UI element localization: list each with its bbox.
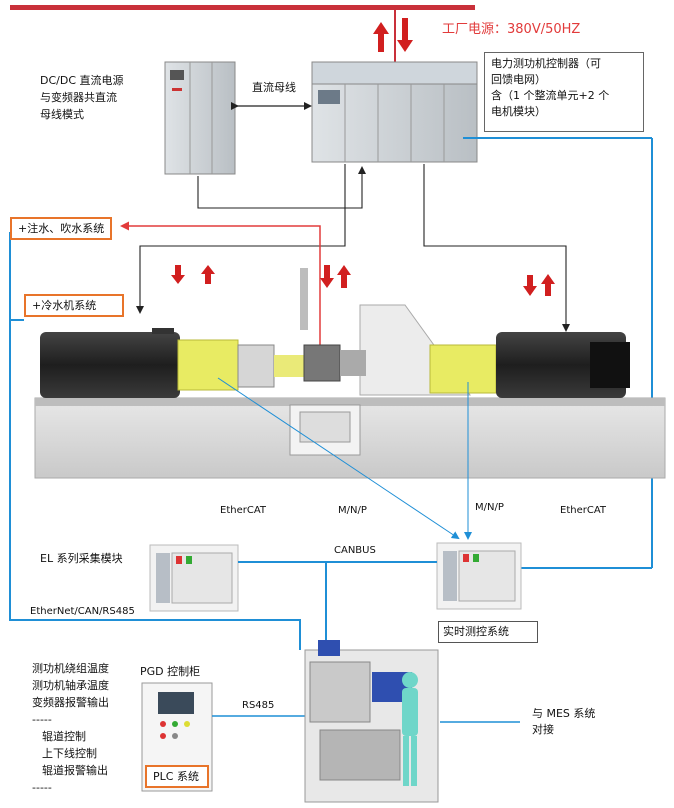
rs485-label: RS485 xyxy=(242,700,275,711)
dcdc-label-line-3: 母线模式 xyxy=(40,108,84,121)
controller-label-line-4: 电机模块） xyxy=(491,105,546,118)
controller-label-line-2: 回馈电网） xyxy=(491,73,546,86)
mes-label-line-1: 与 MES 系统 xyxy=(532,707,596,720)
test-station-image xyxy=(304,640,439,803)
signal-separator-1: ----- xyxy=(32,713,52,726)
left-signal-list: 测功机绕组温度 测功机轴承温度 变频器报警输出 ----- 辊道控制 上下线控制… xyxy=(32,660,109,796)
ethercat-right-label: EtherCAT xyxy=(560,505,606,516)
controller-to-right-motor-line xyxy=(423,164,570,332)
signal-item-6: 辊道报警输出 xyxy=(42,764,108,777)
controller-label-line-1: 电力测功机控制器（可 xyxy=(491,57,601,70)
pgd-label: PGD 控制柜 xyxy=(140,665,201,678)
dcdc-label: DC/DC 直流电源 与变频器共直流 母线模式 xyxy=(40,72,124,123)
water-system-box: +注水、吹水系统 xyxy=(10,217,113,240)
test-bed-image xyxy=(34,268,666,479)
mnp-right-label: M/N/P xyxy=(475,502,504,513)
right-motor-arrows-icon xyxy=(523,274,555,296)
ethernet-label: EtherNet/CAN/RS485 xyxy=(30,606,135,617)
controller-cabinet-image xyxy=(311,61,478,163)
signal-item-4: 辊道控制 xyxy=(42,730,86,743)
left-motor-arrows-icon xyxy=(171,265,215,284)
power-arrows-icon xyxy=(373,18,413,52)
realtime-label-box: 实时测控系统 xyxy=(438,621,538,643)
signal-item-2: 测功机轴承温度 xyxy=(32,679,109,692)
dcdc-label-line-2: 与变频器共直流 xyxy=(40,91,117,104)
el-module-label: EL 系列采集模块 xyxy=(40,552,123,565)
signal-item-5: 上下线控制 xyxy=(42,747,97,760)
signal-item-1: 测功机绕组温度 xyxy=(32,662,109,675)
dc-bus-label: 直流母线 xyxy=(252,81,296,94)
ethercat-left-label: EtherCAT xyxy=(220,505,266,516)
center-arrows-icon xyxy=(320,265,351,288)
signal-separator-2: ----- xyxy=(32,781,52,794)
signal-item-3: 变频器报警输出 xyxy=(32,696,109,709)
water-system-line xyxy=(120,221,321,345)
dcdc-to-controller-line xyxy=(197,166,366,209)
left-sensor-arrow xyxy=(217,377,460,540)
dcdc-label-line-1: DC/DC 直流电源 xyxy=(40,74,124,87)
power-bus-bar xyxy=(10,5,475,10)
controller-to-left-motor-line xyxy=(136,164,346,314)
cooling-system-box: +冷水机系统 xyxy=(24,294,124,317)
controller-label-line-3: 含（1 个整流单元+2 个 xyxy=(491,89,610,102)
realtime-module-image xyxy=(436,542,522,610)
dcdc-cabinet-image xyxy=(164,61,236,175)
mes-label-line-2: 对接 xyxy=(532,723,554,736)
plc-box: PLC 系统 xyxy=(145,765,209,788)
controller-label-box: 电力测功机控制器（可 回馈电网） 含（1 个整流单元+2 个 电机模块） xyxy=(484,52,644,132)
canbus-label: CANBUS xyxy=(334,545,376,556)
el-module-image xyxy=(149,544,239,612)
mes-label: 与 MES 系统 对接 xyxy=(532,706,595,738)
mnp-left-label: M/N/P xyxy=(338,505,367,516)
left-blue-line xyxy=(9,232,301,650)
power-source-label: 工厂电源：380V/50HZ xyxy=(442,22,581,37)
